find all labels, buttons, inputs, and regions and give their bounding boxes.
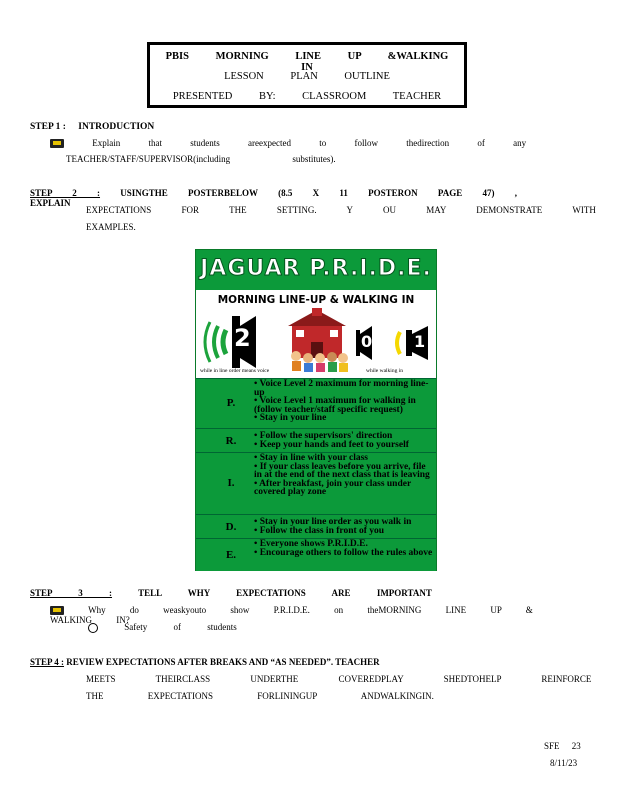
green-sound-waves-icon xyxy=(203,321,229,363)
row-letter: R. xyxy=(225,435,237,447)
voice-level-2: 2 xyxy=(234,324,251,352)
pride-rows: P. • Voice Level 2 maximum for morning l… xyxy=(196,378,436,571)
step4-line3: THE EXPECTATIONS FORLININGUP ANDWALKINGI… xyxy=(86,691,434,701)
poster-subtitle: MORNING LINE-UP & WALKING IN xyxy=(217,294,415,306)
pride-row-i: I. • Stay in line with your class • If y… xyxy=(196,452,436,514)
pencil-icon xyxy=(50,606,64,616)
row-item: • Follow the class in front of you xyxy=(254,525,385,536)
step4-label: STEP 4 : xyxy=(30,657,65,667)
row-item: • Stay in your line order as you walk in xyxy=(254,517,412,527)
step3-line1-text: TELL WHY EXPECTATIONS ARE IMPORTANT xyxy=(138,588,432,598)
title-line-3: PRESENTED BY: CLASSROOM TEACHER xyxy=(172,91,442,102)
pencil-icon xyxy=(50,139,64,149)
pride-row-p: P. • Voice Level 2 maximum for morning l… xyxy=(196,378,436,428)
row-letter: P. xyxy=(226,397,236,409)
row-item: • Everyone shows P.R.I.D.E. xyxy=(254,539,368,549)
yellow-sound-waves-icon xyxy=(395,331,402,355)
row-item: • Stay in line with your class xyxy=(254,453,368,463)
step1-bullet-cont: TEACHER/STAFF/SUPERVISOR(including subst… xyxy=(66,154,336,164)
step1-label: STEP 1 : xyxy=(30,122,66,132)
row-item: • If your class leaves before you arrive… xyxy=(254,461,430,480)
poster-header: JAGUAR P.R.I.D.E. xyxy=(196,250,436,290)
pride-row-r: R. • Follow the supervisors' direction •… xyxy=(196,428,436,452)
students-group-icon xyxy=(291,351,348,372)
step2-line1: STEP 2 : USINGTHE POSTERBELOW (8.5 X 11 … xyxy=(30,188,570,208)
row-letter: D. xyxy=(225,521,237,533)
step4-line1-text: REVIEW EXPECTATIONS AFTER BREAKS AND “AS… xyxy=(66,657,380,667)
step1-heading: STEP 1 : INTRODUCTION xyxy=(30,122,154,132)
step2-line1-text: USINGTHE POSTERBELOW (8.5 X 11 POSTERON … xyxy=(30,188,517,208)
step3-sub: Safety of students xyxy=(88,622,237,633)
row-item: • After breakfast, join your class under… xyxy=(254,478,412,497)
title-line-2: LESSON PLAN OUTLINE xyxy=(224,71,390,82)
row-item: • Stay in your line xyxy=(254,413,327,423)
pride-row-e: E. • Everyone shows P.R.I.D.E. • Encoura… xyxy=(196,538,436,571)
step4-line2: MEETS THEIRCLASS UNDERTHE COVEREDPLAY SH… xyxy=(86,674,592,684)
voice-level-graphic xyxy=(203,308,428,372)
speaker-icon-left xyxy=(232,316,256,368)
pride-poster: JAGUAR P.R.I.D.E. MORNING LINE-UP & WALK… xyxy=(195,249,437,571)
voice-level-1: 1 xyxy=(414,332,426,351)
step2-line2: EXPECTATIONS FOR THE SETTING. Y OU MAY D… xyxy=(86,205,596,215)
step1-bullet-text: Explain that students areexpected to fol… xyxy=(92,138,527,148)
step3-bullet: Why do weaskyouto show P.R.I.D.E. on the… xyxy=(50,605,570,625)
step3-bullet-text: Why do weaskyouto show P.R.I.D.E. on the… xyxy=(50,605,533,626)
row-item: • Voice Level 2 maximum for morning line… xyxy=(254,379,429,398)
step2-label: STEP 2 : xyxy=(30,188,101,198)
title-box: PBIS MORNING LINE UP &WALKING IN LESSON … xyxy=(147,42,467,108)
speaker-icon-right xyxy=(406,326,428,360)
voice-level-0: 0 xyxy=(361,332,373,351)
footer-code: SFE 23 xyxy=(544,741,581,751)
title-line-1: PBIS MORNING LINE UP &WALKING IN xyxy=(165,51,449,73)
step3-line1: STEP 3 : TELL WHY EXPECTATIONS ARE IMPOR… xyxy=(30,588,432,598)
step1-title: INTRODUCTION xyxy=(78,122,155,132)
row-item: • Encourage others to follow the rules a… xyxy=(254,547,433,558)
step3-label: STEP 3 : xyxy=(30,588,113,598)
caption-right: while walking in xyxy=(366,368,403,374)
row-letter: E. xyxy=(225,549,237,561)
row-item: • Voice Level 1 maximum for walking in (… xyxy=(254,396,416,415)
row-item: • Keep your hands and feet to yourself xyxy=(254,439,409,450)
step4-line1: STEP 4 : REVIEW EXPECTATIONS AFTER BREAK… xyxy=(30,657,380,667)
poster-title: JAGUAR P.R.I.D.E. xyxy=(200,256,432,282)
pride-row-d: D. • Stay in your line order as you walk… xyxy=(196,514,436,538)
school-building-icon xyxy=(288,308,346,358)
caption-left: while in line order means voice xyxy=(200,368,270,374)
row-item: • Follow the supervisors' direction xyxy=(254,431,393,441)
step3-sub-text: Safety of students xyxy=(124,622,237,632)
speaker-icon-middle xyxy=(356,326,372,360)
step1-bullet: Explain that students areexpected to fol… xyxy=(50,138,570,149)
footer-date: 8/11/23 xyxy=(550,758,578,768)
row-letter: I. xyxy=(227,477,235,489)
circle-bullet-icon xyxy=(88,622,98,633)
step2-line3: EXAMPLES. xyxy=(86,222,136,232)
